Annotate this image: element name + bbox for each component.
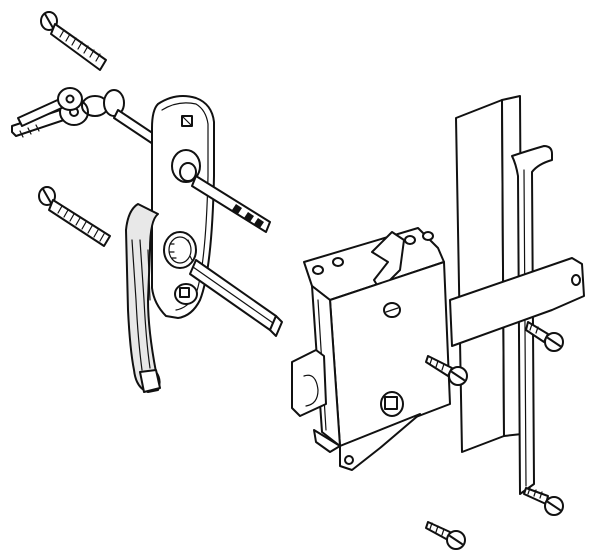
wood-screw-bottom [426, 522, 465, 549]
keys [12, 88, 160, 146]
spindle [190, 260, 282, 336]
wood-screw-right [526, 322, 563, 351]
machine-screw-middle [39, 187, 110, 246]
outside-handle [126, 96, 214, 392]
wood-screw-bottom-right [524, 488, 563, 515]
strike-bracket [450, 96, 584, 494]
machine-screw-top [41, 12, 106, 70]
lock-body [292, 228, 450, 470]
cylinder-tailpiece [192, 176, 270, 232]
wood-screw-left [426, 356, 467, 385]
